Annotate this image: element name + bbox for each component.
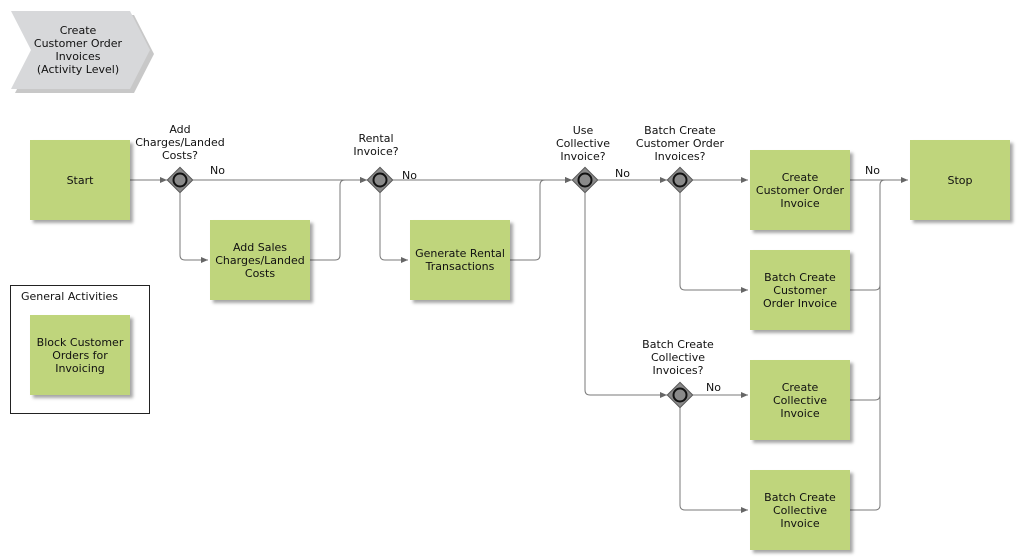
activity-batch-create-customer-order-invoice[interactable]: Batch Create Customer Order Invoice: [750, 250, 850, 330]
gateway-batch-customer-order: [666, 166, 694, 194]
flow-label-no-2: No: [402, 169, 417, 182]
flow-batch-co-to-bus: [850, 284, 881, 291]
gateway-add-charges-label: Add Charges/Landed Costs?: [135, 123, 225, 162]
flow-label-no-4: No: [865, 164, 880, 177]
activity-batch-create-collective-invoice[interactable]: Batch Create Collective Invoice: [750, 470, 850, 550]
flow-add-sales-to-main: [310, 177, 367, 261]
gateway-rental-invoice: [366, 166, 394, 194]
flow-gw5-to-batch-collective: [679, 408, 748, 513]
gateway-batch-customer-order-label: Batch Create Customer Order Invoices?: [635, 124, 725, 163]
flow-gw1-to-add-sales: [179, 193, 208, 263]
gateway-use-collective-label: Use Collective Invoice?: [556, 124, 610, 163]
flow-label-no-3: No: [615, 167, 630, 180]
activity-batch-collective-label: Batch Create Collective Invoice: [764, 490, 836, 530]
activity-start[interactable]: Start: [30, 140, 130, 220]
flow-batch-collective-to-bus: [850, 504, 881, 511]
activity-generate-rental-label: Generate Rental Transactions: [415, 247, 505, 273]
diagram-title: Create Customer Order Invoices (Activity…: [33, 24, 123, 76]
flow-gw4-to-batch-co-invoice: [679, 193, 748, 293]
flow-create-collective-to-bus: [850, 394, 881, 401]
flow-label-no-5: No: [706, 381, 721, 394]
gateway-add-charges: [166, 166, 194, 194]
activity-create-collective-invoice[interactable]: Create Collective Invoice: [750, 360, 850, 440]
activity-stop[interactable]: Stop: [910, 140, 1010, 220]
flow-generate-rental-to-main: [510, 177, 572, 261]
activity-add-sales-charges[interactable]: Add Sales Charges/Landed Costs: [210, 220, 310, 300]
activity-start-label: Start: [66, 173, 94, 187]
flow-gw3-to-gw5: [584, 193, 667, 398]
gateway-batch-collective: [666, 381, 694, 409]
gateway-use-collective: [571, 166, 599, 194]
activity-add-sales-charges-label: Add Sales Charges/Landed Costs: [215, 240, 305, 280]
flow-label-no-1: No: [210, 164, 225, 177]
general-activities-title: General Activities: [21, 290, 119, 303]
gateway-rental-invoice-label: Rental Invoice?: [353, 132, 399, 158]
activity-block-customer-orders[interactable]: Block Customer Orders for Invoicing: [30, 315, 130, 395]
title-chevron: [11, 11, 150, 89]
general-activities-frame: [10, 285, 150, 414]
connectors: [130, 177, 908, 513]
activity-batch-co-invoice-label: Batch Create Customer Order Invoice: [762, 270, 838, 310]
activity-create-customer-order-invoice[interactable]: Create Customer Order Invoice: [750, 150, 850, 230]
flow-gw2-to-generate-rental: [379, 193, 408, 263]
activity-stop-label: Stop: [947, 173, 973, 187]
activity-create-co-invoice-label: Create Customer Order Invoice: [755, 170, 845, 210]
flow-bus-vertical: [879, 179, 886, 505]
activity-generate-rental-transactions[interactable]: Generate Rental Transactions: [410, 220, 510, 300]
activity-create-collective-label: Create Collective Invoice: [773, 380, 827, 420]
activity-block-customer-orders-label: Block Customer Orders for Invoicing: [36, 335, 124, 375]
gateway-batch-collective-label: Batch Create Collective Invoices?: [642, 338, 714, 377]
